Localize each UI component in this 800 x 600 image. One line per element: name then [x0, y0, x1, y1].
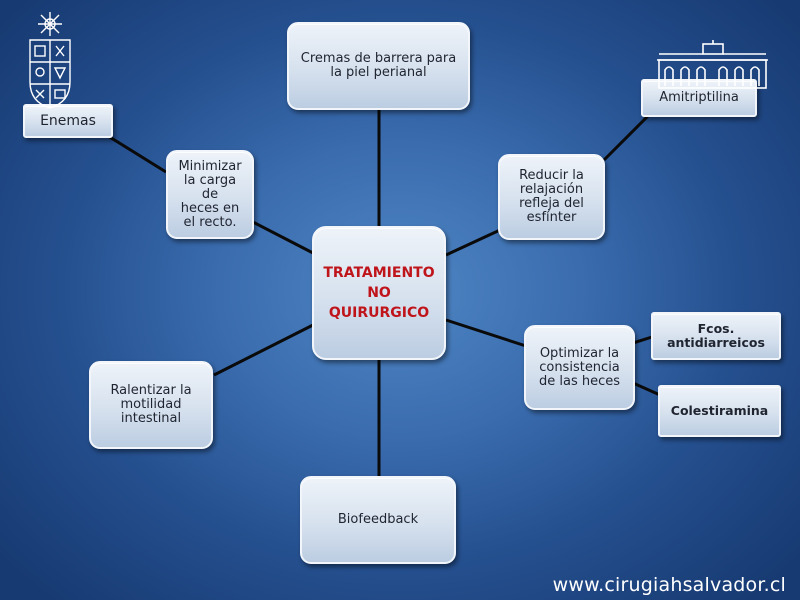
- university-shield-logo-icon: [29, 12, 71, 109]
- node-center: TRATAMIENTO NO QUIRURGICO: [312, 226, 446, 360]
- leaf-enemas-label: Enemas: [40, 113, 96, 129]
- node-minimizar-label: Minimizar la carga de heces en el recto.: [178, 158, 242, 230]
- leaf-enemas: Enemas: [23, 104, 113, 138]
- leaf-fcos: Fcos. antidiarreicos: [651, 312, 781, 360]
- connector-enemas: [107, 134, 167, 174]
- leaf-amitriptilina-label: Amitriptilina: [659, 90, 739, 105]
- node-reducir-label: Reducir la relajación refleja del esfínt…: [519, 168, 584, 225]
- connector-ralentizar: [213, 323, 314, 377]
- node-cremas: Cremas de barrera para la piel perianal: [287, 22, 470, 110]
- hospital-building-logo-icon: [657, 40, 768, 89]
- leaf-colestiramina-label: Colestiramina: [670, 403, 769, 418]
- node-ralentizar: Ralentizar la motilidad intestinal: [89, 361, 213, 449]
- center-title: TRATAMIENTO NO QUIRURGICO: [323, 265, 435, 321]
- node-ralentizar-label: Ralentizar la motilidad intestinal: [110, 383, 192, 426]
- connector-amitriptilina: [602, 114, 650, 162]
- node-biofeedback: Biofeedback: [300, 476, 456, 564]
- node-cremas-label: Cremas de barrera para la piel perianal: [300, 51, 457, 80]
- connector-fcos: [632, 335, 653, 345]
- node-minimizar: Minimizar la carga de heces en el recto.: [166, 150, 254, 239]
- connector-minimizar: [252, 220, 314, 255]
- leaf-colestiramina: Colestiramina: [658, 385, 781, 437]
- connector-colestiramina: [632, 381, 661, 397]
- leaf-amitriptilina: Amitriptilina: [641, 79, 757, 117]
- node-biofeedback-label: Biofeedback: [337, 512, 419, 527]
- leaf-fcos-label: Fcos. antidiarreicos: [667, 321, 765, 350]
- node-reducir: Reducir la relajación refleja del esfínt…: [498, 154, 605, 240]
- connector-reducir: [445, 228, 501, 257]
- node-optimizar-label: Optimizar la consistencia de las heces: [538, 345, 621, 389]
- footer-website-url: www.cirugiahsalvador.cl: [552, 574, 786, 596]
- connector-optimizar: [445, 318, 527, 348]
- node-optimizar: Optimizar la consistencia de las heces: [524, 325, 635, 410]
